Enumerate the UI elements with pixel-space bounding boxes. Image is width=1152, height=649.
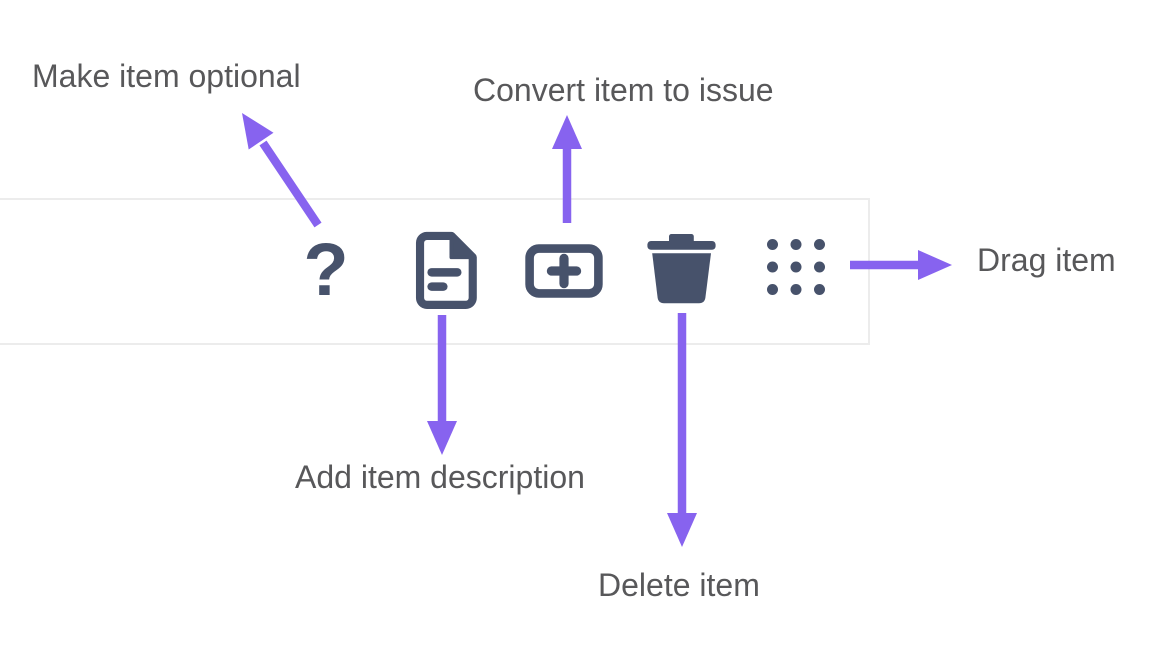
label-convert-item-to-issue: Convert item to issue [473,72,774,108]
convert-to-issue-icon [525,244,603,298]
add-item-description-button[interactable] [415,231,477,309]
label-make-item-optional: Make item optional [32,58,301,94]
checklist-item-row: ? [0,198,870,345]
trash-icon [647,234,716,304]
make-item-optional-button[interactable]: ? [303,228,349,312]
document-description-icon [415,231,477,309]
label-add-item-description: Add item description [295,459,585,495]
arrow-delete-item [667,313,697,547]
drag-item-handle[interactable] [766,238,826,296]
delete-item-button[interactable] [647,234,716,304]
drag-grid-icon [767,239,825,295]
label-delete-item: Delete item [598,567,760,603]
label-drag-item: Drag item [977,242,1116,278]
help-icon: ? [303,228,349,311]
convert-item-to-issue-button[interactable] [525,244,603,298]
